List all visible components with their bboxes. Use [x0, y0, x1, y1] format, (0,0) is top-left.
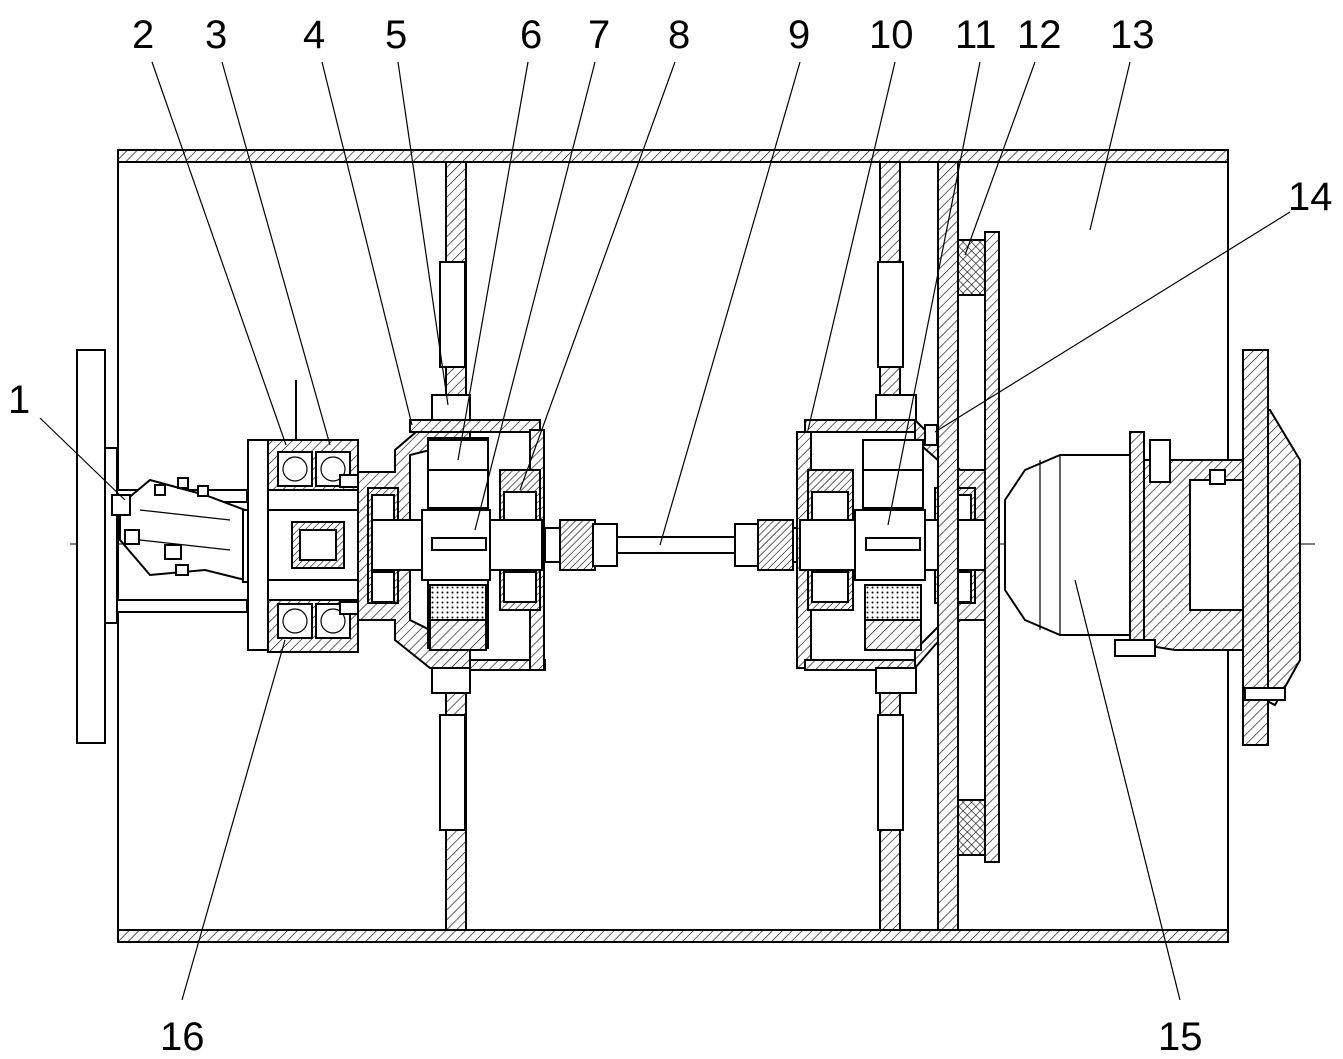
- callout-10: 10: [869, 13, 914, 57]
- right-bulkhead: [875, 161, 1000, 931]
- left-gear-case: [357, 419, 546, 671]
- leader-lines: [39, 61, 1291, 1001]
- callout-11: 11: [955, 13, 997, 57]
- left-bearing-housing: [247, 380, 369, 653]
- right-drive-unit: [1004, 349, 1301, 746]
- left-bulkhead: [431, 161, 471, 931]
- callout-8: 8: [668, 13, 690, 57]
- callout-9: 9: [788, 13, 810, 57]
- callout-15: 15: [1158, 1015, 1203, 1059]
- callout-6: 6: [520, 13, 542, 57]
- callout-13: 13: [1110, 13, 1155, 57]
- callout-4: 4: [303, 13, 325, 57]
- callout-7: 7: [588, 13, 610, 57]
- callout-5: 5: [385, 13, 407, 57]
- callout-12: 12: [1017, 13, 1062, 57]
- callout-2: 2: [132, 13, 154, 57]
- frame-housing: [117, 149, 1229, 943]
- callout-14: 14: [1288, 175, 1333, 219]
- connecting-shaft: [544, 519, 814, 571]
- callout-16: 16: [160, 1015, 205, 1059]
- callout-1: 1: [8, 378, 30, 422]
- callout-3: 3: [205, 13, 227, 57]
- callout-labels: 1 2 3 4 5 6 7 8 9 10 11 12 13 14 15 16: [8, 13, 1333, 1059]
